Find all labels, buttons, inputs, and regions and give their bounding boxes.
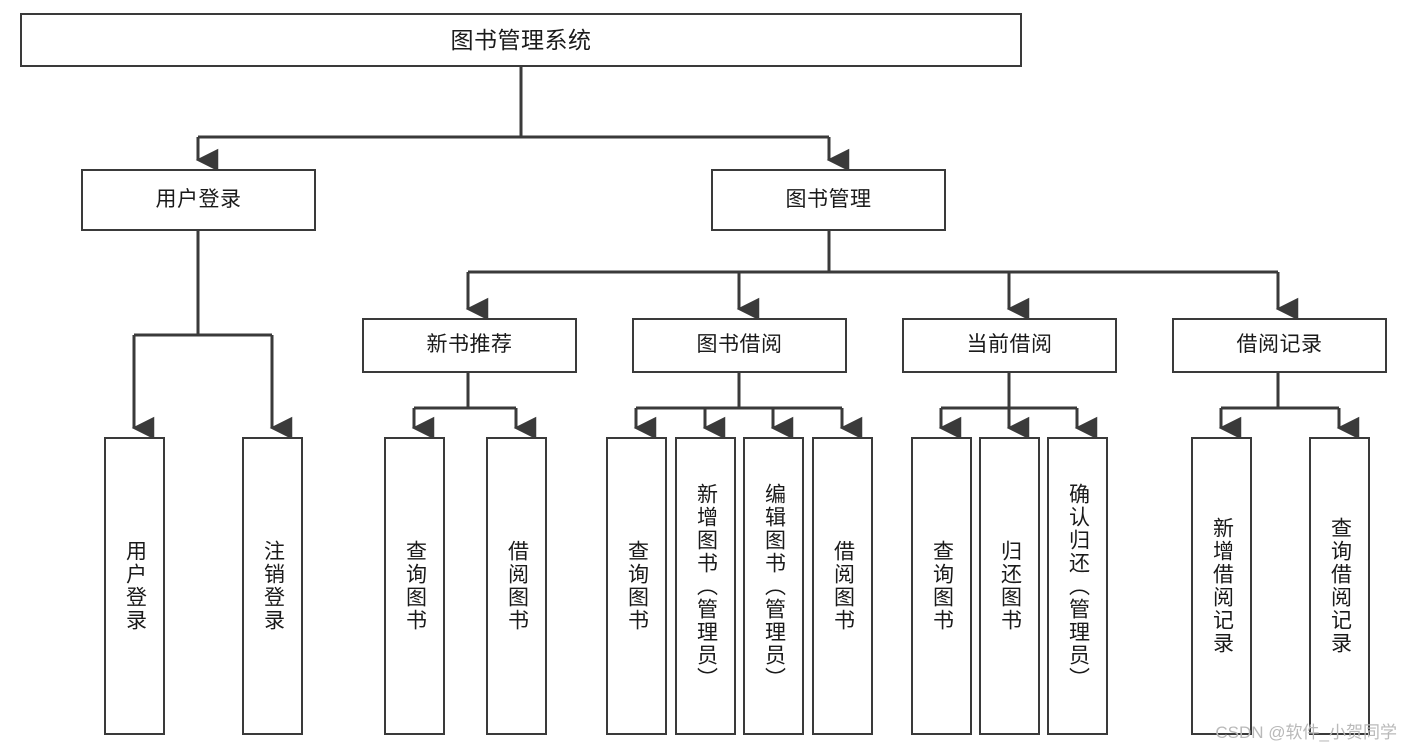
node-leaf-query-book-3-label: 查询图书 xyxy=(930,540,954,632)
node-leaf-edit-book-label: 编辑图书（管理员） xyxy=(762,482,786,690)
node-leaf-borrow-book-2[interactable]: 借阅图书 xyxy=(812,437,873,735)
node-user-login-label: 用户登录 xyxy=(155,187,242,211)
node-leaf-query-book-1-label: 查询图书 xyxy=(403,540,427,632)
node-leaf-add-record[interactable]: 新增借阅记录 xyxy=(1191,437,1252,735)
node-leaf-query-record-label: 查询借阅记录 xyxy=(1328,517,1352,655)
node-leaf-logout-login-label: 注销登录 xyxy=(261,540,285,632)
node-leaf-add-book-label: 新增图书（管理员） xyxy=(694,482,718,690)
node-leaf-logout-login[interactable]: 注销登录 xyxy=(242,437,303,735)
node-new-book-recommend[interactable]: 新书推荐 xyxy=(362,318,577,373)
node-leaf-borrow-book-1[interactable]: 借阅图书 xyxy=(486,437,547,735)
node-leaf-confirm-return-label: 确认归还（管理员） xyxy=(1066,482,1090,690)
node-leaf-return-book-label: 归还图书 xyxy=(998,540,1022,632)
node-borrow-record-label: 借阅记录 xyxy=(1236,333,1323,357)
node-leaf-query-record[interactable]: 查询借阅记录 xyxy=(1309,437,1370,735)
node-book-management[interactable]: 图书管理 xyxy=(711,169,946,231)
node-book-borrow[interactable]: 图书借阅 xyxy=(632,318,847,373)
node-leaf-return-book[interactable]: 归还图书 xyxy=(979,437,1040,735)
node-book-management-label: 图书管理 xyxy=(785,187,872,211)
node-leaf-add-record-label: 新增借阅记录 xyxy=(1210,517,1234,655)
node-leaf-borrow-book-2-label: 借阅图书 xyxy=(831,540,855,632)
node-leaf-add-book[interactable]: 新增图书（管理员） xyxy=(675,437,736,735)
node-leaf-user-login-label: 用户登录 xyxy=(123,540,147,632)
node-book-borrow-label: 图书借阅 xyxy=(696,333,783,357)
node-leaf-confirm-return[interactable]: 确认归还（管理员） xyxy=(1047,437,1108,735)
node-current-borrow-label: 当前借阅 xyxy=(966,333,1053,357)
watermark-text: CSDN @软件_小贺同学 xyxy=(1215,723,1397,742)
node-user-login[interactable]: 用户登录 xyxy=(81,169,316,231)
node-leaf-query-book-1[interactable]: 查询图书 xyxy=(384,437,445,735)
node-root-label: 图书管理系统 xyxy=(450,26,592,53)
node-borrow-record[interactable]: 借阅记录 xyxy=(1172,318,1387,373)
node-leaf-query-book-3[interactable]: 查询图书 xyxy=(911,437,972,735)
node-leaf-borrow-book-1-label: 借阅图书 xyxy=(505,540,529,632)
node-leaf-query-book-2-label: 查询图书 xyxy=(625,540,649,632)
node-current-borrow[interactable]: 当前借阅 xyxy=(902,318,1117,373)
node-leaf-query-book-2[interactable]: 查询图书 xyxy=(606,437,667,735)
node-root[interactable]: 图书管理系统 xyxy=(20,13,1022,67)
node-leaf-user-login[interactable]: 用户登录 xyxy=(104,437,165,735)
node-leaf-edit-book[interactable]: 编辑图书（管理员） xyxy=(743,437,804,735)
node-new-book-recommend-label: 新书推荐 xyxy=(426,333,513,357)
